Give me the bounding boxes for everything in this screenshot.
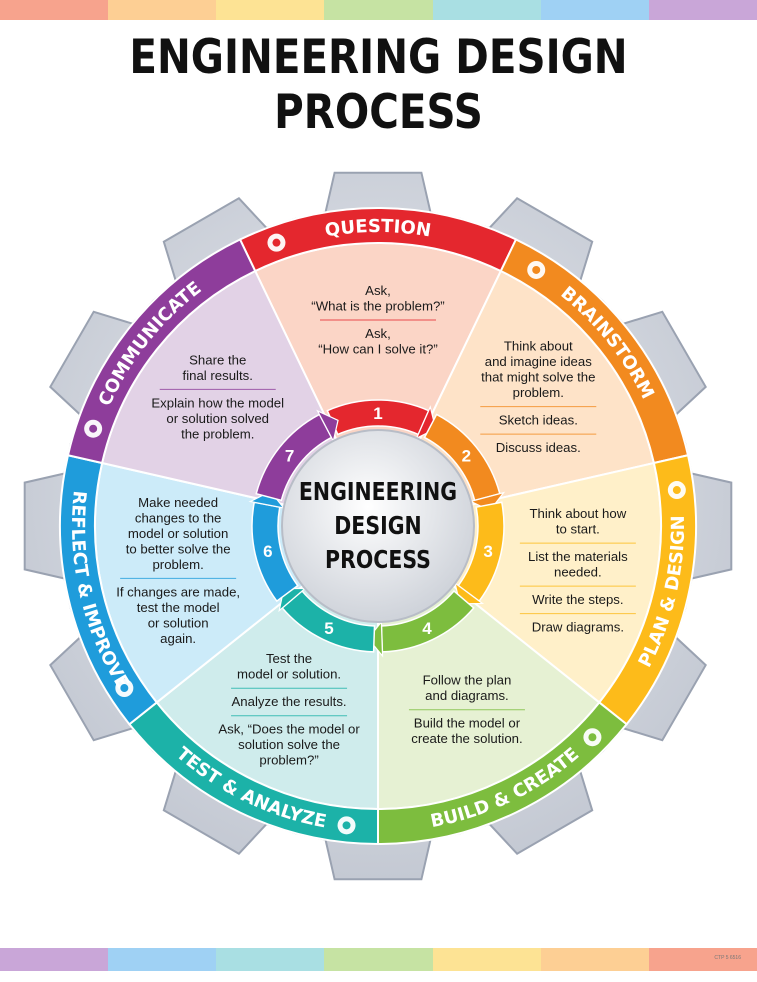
stage-item-line: model or solution. <box>237 667 341 682</box>
lightbulb-icon <box>527 260 546 279</box>
stage-item-line: “What is the problem?” <box>311 299 444 314</box>
stage-item-line: Analyze the results. <box>232 694 347 709</box>
puzzle-piece-icon <box>583 728 602 747</box>
megaphone-icon <box>84 419 103 438</box>
top-strip-segment-1 <box>0 0 109 20</box>
center-hub <box>281 429 475 623</box>
stage-item-line: Sketch ideas. <box>499 413 578 428</box>
top-strip-segment-6 <box>540 0 649 20</box>
stage-item-line: and diagrams. <box>425 688 509 703</box>
cycle-number-4: 4 <box>422 619 432 638</box>
top-strip-segment-3 <box>216 0 325 20</box>
bottom-strip-segment-5 <box>432 948 541 971</box>
bottom-strip-segment-1 <box>0 948 109 971</box>
bottom-strip-segment-4 <box>324 948 433 971</box>
speech-bubble-question-icon <box>267 233 286 252</box>
stage-item-line: problem?” <box>259 753 318 768</box>
center-label-line: PROCESS <box>325 546 431 574</box>
stage-item-line: to start. <box>556 522 600 537</box>
stage-item-line: Discuss ideas. <box>496 440 581 455</box>
cycle-number-3: 3 <box>483 542 492 561</box>
top-strip-segment-5 <box>432 0 541 20</box>
magnifier-check-icon <box>337 816 356 835</box>
stage-item-line: Share the <box>189 352 246 367</box>
stage-item-line: Think about how <box>529 506 626 521</box>
stage-item-line: the problem. <box>181 426 254 441</box>
stage-item-line: or solution <box>148 615 209 630</box>
bottom-strip-segment-7 <box>648 948 757 971</box>
stage-item-line: again. <box>160 631 196 646</box>
stage-item-line: and imagine ideas <box>485 354 592 369</box>
stage-item-line: test the model <box>137 600 220 615</box>
stage-band-communicate <box>66 238 257 465</box>
stage-item-line: “How can I solve it?” <box>318 342 437 357</box>
stage-item-line: List the materials <box>528 549 628 564</box>
stage-item-line: needed. <box>554 565 602 580</box>
stage-item-line: final results. <box>183 368 253 383</box>
stage-item-line: or solution solved <box>166 411 269 426</box>
stage-item-line: problem. <box>152 557 203 572</box>
stage-item-line: If changes are made, <box>116 584 240 599</box>
bottom-color-strip <box>0 948 757 971</box>
stage-item-line: create the solution. <box>411 731 522 746</box>
stage-item-line: that might solve the <box>481 370 595 385</box>
cycle-number-7: 7 <box>285 447 294 466</box>
bottom-strip-segment-2 <box>108 948 217 971</box>
center-label-line: DESIGN <box>334 512 421 540</box>
cycle-arrowhead-communicate <box>316 409 339 443</box>
top-strip-segment-2 <box>108 0 217 20</box>
stage-item-line: problem. <box>513 385 564 400</box>
top-strip-segment-4 <box>324 0 433 20</box>
stage-item-line: model or solution <box>128 526 228 541</box>
bottom-strip-segment-6 <box>540 948 649 971</box>
stage-item-line: Think about <box>504 339 573 354</box>
stage-item-line: solution solve the <box>238 737 340 752</box>
stage-item-line: changes to the <box>135 510 222 525</box>
credit-code: CTP 5 6516 <box>714 955 741 961</box>
stage-item-line: Test the <box>266 651 312 666</box>
cycle-number-2: 2 <box>462 447 471 466</box>
stage-item-line: Follow the plan <box>423 673 512 688</box>
poster-title: ENGINEERING DESIGN PROCESS <box>129 30 628 140</box>
stage-item-line: Ask, “Does the model or <box>218 722 360 737</box>
wrench-icon <box>115 679 134 698</box>
cycle-number-6: 6 <box>263 542 272 561</box>
stage-item-line: Draw diagrams. <box>532 620 624 635</box>
top-strip-segment-7 <box>648 0 757 20</box>
stage-item-line: Write the steps. <box>532 592 623 607</box>
stage-text-question: Ask,“What is the problem?”Ask,“How can I… <box>311 283 444 357</box>
bottom-strip-segment-3 <box>216 948 325 971</box>
stage-item-line: to better solve the <box>126 541 231 556</box>
stage-item-line: Ask, <box>365 283 391 298</box>
pencil-icon <box>667 481 686 500</box>
center-label-line: ENGINEERING <box>299 478 457 506</box>
stage-item-line: Explain how the model <box>151 395 284 410</box>
cycle-number-1: 1 <box>373 404 382 423</box>
cycle-number-5: 5 <box>324 619 333 638</box>
stage-item-line: Ask, <box>365 326 391 341</box>
stage-item-line: Build the model or <box>414 716 521 731</box>
stage-item-line: Make needed <box>138 495 218 510</box>
top-color-strip <box>0 0 757 20</box>
